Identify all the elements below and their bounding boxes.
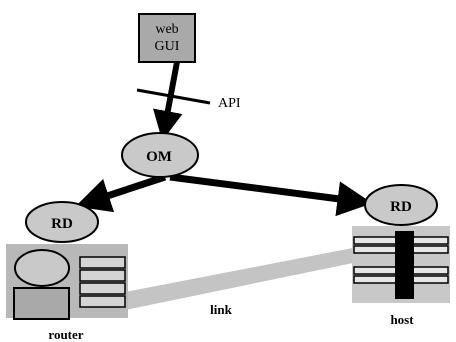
api-label: API	[218, 96, 241, 111]
router-port	[79, 269, 126, 282]
om-to-host-arrow	[169, 173, 373, 217]
link-label: link	[210, 302, 232, 317]
host-device	[352, 226, 450, 303]
api-crossbar	[136, 88, 211, 105]
host-port	[409, 266, 449, 275]
host-port	[353, 266, 399, 275]
router-port	[79, 295, 126, 308]
om-node: OM	[121, 132, 199, 178]
rd-router-label: RD	[51, 216, 73, 232]
rd-host-label: RD	[390, 199, 412, 215]
web-gui-box: web GUI	[138, 13, 196, 63]
host-bus	[395, 231, 414, 299]
web-gui-label-line1: web	[155, 22, 178, 37]
router-port	[79, 282, 126, 295]
host-port	[409, 236, 449, 245]
router-circle	[14, 249, 70, 287]
host-port	[353, 236, 399, 245]
router-device	[6, 244, 128, 320]
host-port	[353, 275, 399, 284]
om-to-router-arrow	[75, 173, 167, 213]
link-line	[125, 247, 358, 310]
host-port	[409, 275, 449, 284]
router-label: router	[48, 327, 83, 342]
host-port	[409, 245, 449, 254]
router-port	[79, 256, 126, 269]
om-label: OM	[146, 149, 172, 165]
gui-to-om-arrow	[153, 61, 183, 141]
host-port	[353, 245, 399, 254]
rd-router-node: RD	[25, 201, 99, 243]
rd-host-node: RD	[364, 184, 438, 226]
host-label: host	[390, 312, 414, 327]
web-gui-label-line2: GUI	[155, 39, 180, 54]
router-module	[13, 287, 70, 320]
